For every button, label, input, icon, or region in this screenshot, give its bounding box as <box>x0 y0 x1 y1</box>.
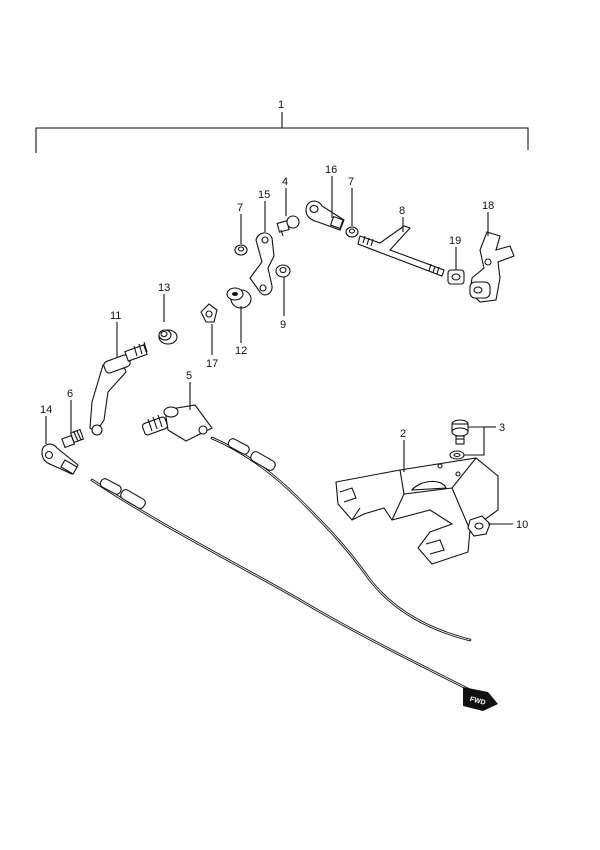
leader-lines <box>45 176 513 525</box>
callout-11: 11 <box>110 310 121 322</box>
callout-2: 2 <box>400 428 406 440</box>
callout-1: 1 <box>278 99 284 111</box>
callout-8: 8 <box>399 205 405 217</box>
part-5-connector <box>141 404 213 442</box>
part-4-ball-stud <box>276 215 300 237</box>
shift-cable <box>90 478 472 692</box>
callout-5: 5 <box>186 370 192 382</box>
part-18-clamp <box>469 231 515 303</box>
part-7-nut-right <box>345 226 359 238</box>
callout-14: 14 <box>40 404 52 416</box>
assembly-bracket <box>35 112 529 153</box>
part-3-screw <box>449 419 469 460</box>
part-17-clip <box>200 303 218 323</box>
part-15-link-plate <box>249 232 275 296</box>
callout-3: 3 <box>499 422 505 434</box>
part-16-rod-end <box>305 200 345 231</box>
callout-4: 4 <box>282 176 288 188</box>
callout-12: 12 <box>235 345 247 357</box>
part-12-bushing <box>226 287 252 309</box>
callout-10: 10 <box>516 519 528 531</box>
fwd-label: FWD <box>469 696 486 707</box>
part-7-nut-left <box>234 244 248 256</box>
part-14-cable-end <box>41 443 79 475</box>
callout-17: 17 <box>206 358 218 370</box>
part-13-collar <box>158 329 178 345</box>
callout-19: 19 <box>449 235 461 247</box>
fwd-arrow-tag: FWD <box>463 687 498 711</box>
callout-labels: 1 2 3 4 5 6 7 7 8 9 10 11 12 13 14 15 16… <box>40 99 528 531</box>
callout-6: 6 <box>67 388 73 400</box>
callout-16: 16 <box>325 164 337 176</box>
part-19-collar <box>447 269 465 285</box>
part-10-nut <box>467 515 491 537</box>
callout-18: 18 <box>482 200 494 212</box>
part-2-mounting-bracket <box>335 457 499 565</box>
part-8-rod <box>357 225 445 277</box>
part-6-bolt <box>61 428 85 449</box>
callout-7-left: 7 <box>237 202 243 214</box>
callout-9: 9 <box>280 319 286 331</box>
part-11-lever-arm <box>89 341 148 436</box>
callout-13: 13 <box>158 282 170 294</box>
callout-7-right: 7 <box>348 176 354 188</box>
part-9-nut <box>275 264 291 278</box>
callout-15: 15 <box>258 189 270 201</box>
throttle-cable <box>210 436 472 642</box>
